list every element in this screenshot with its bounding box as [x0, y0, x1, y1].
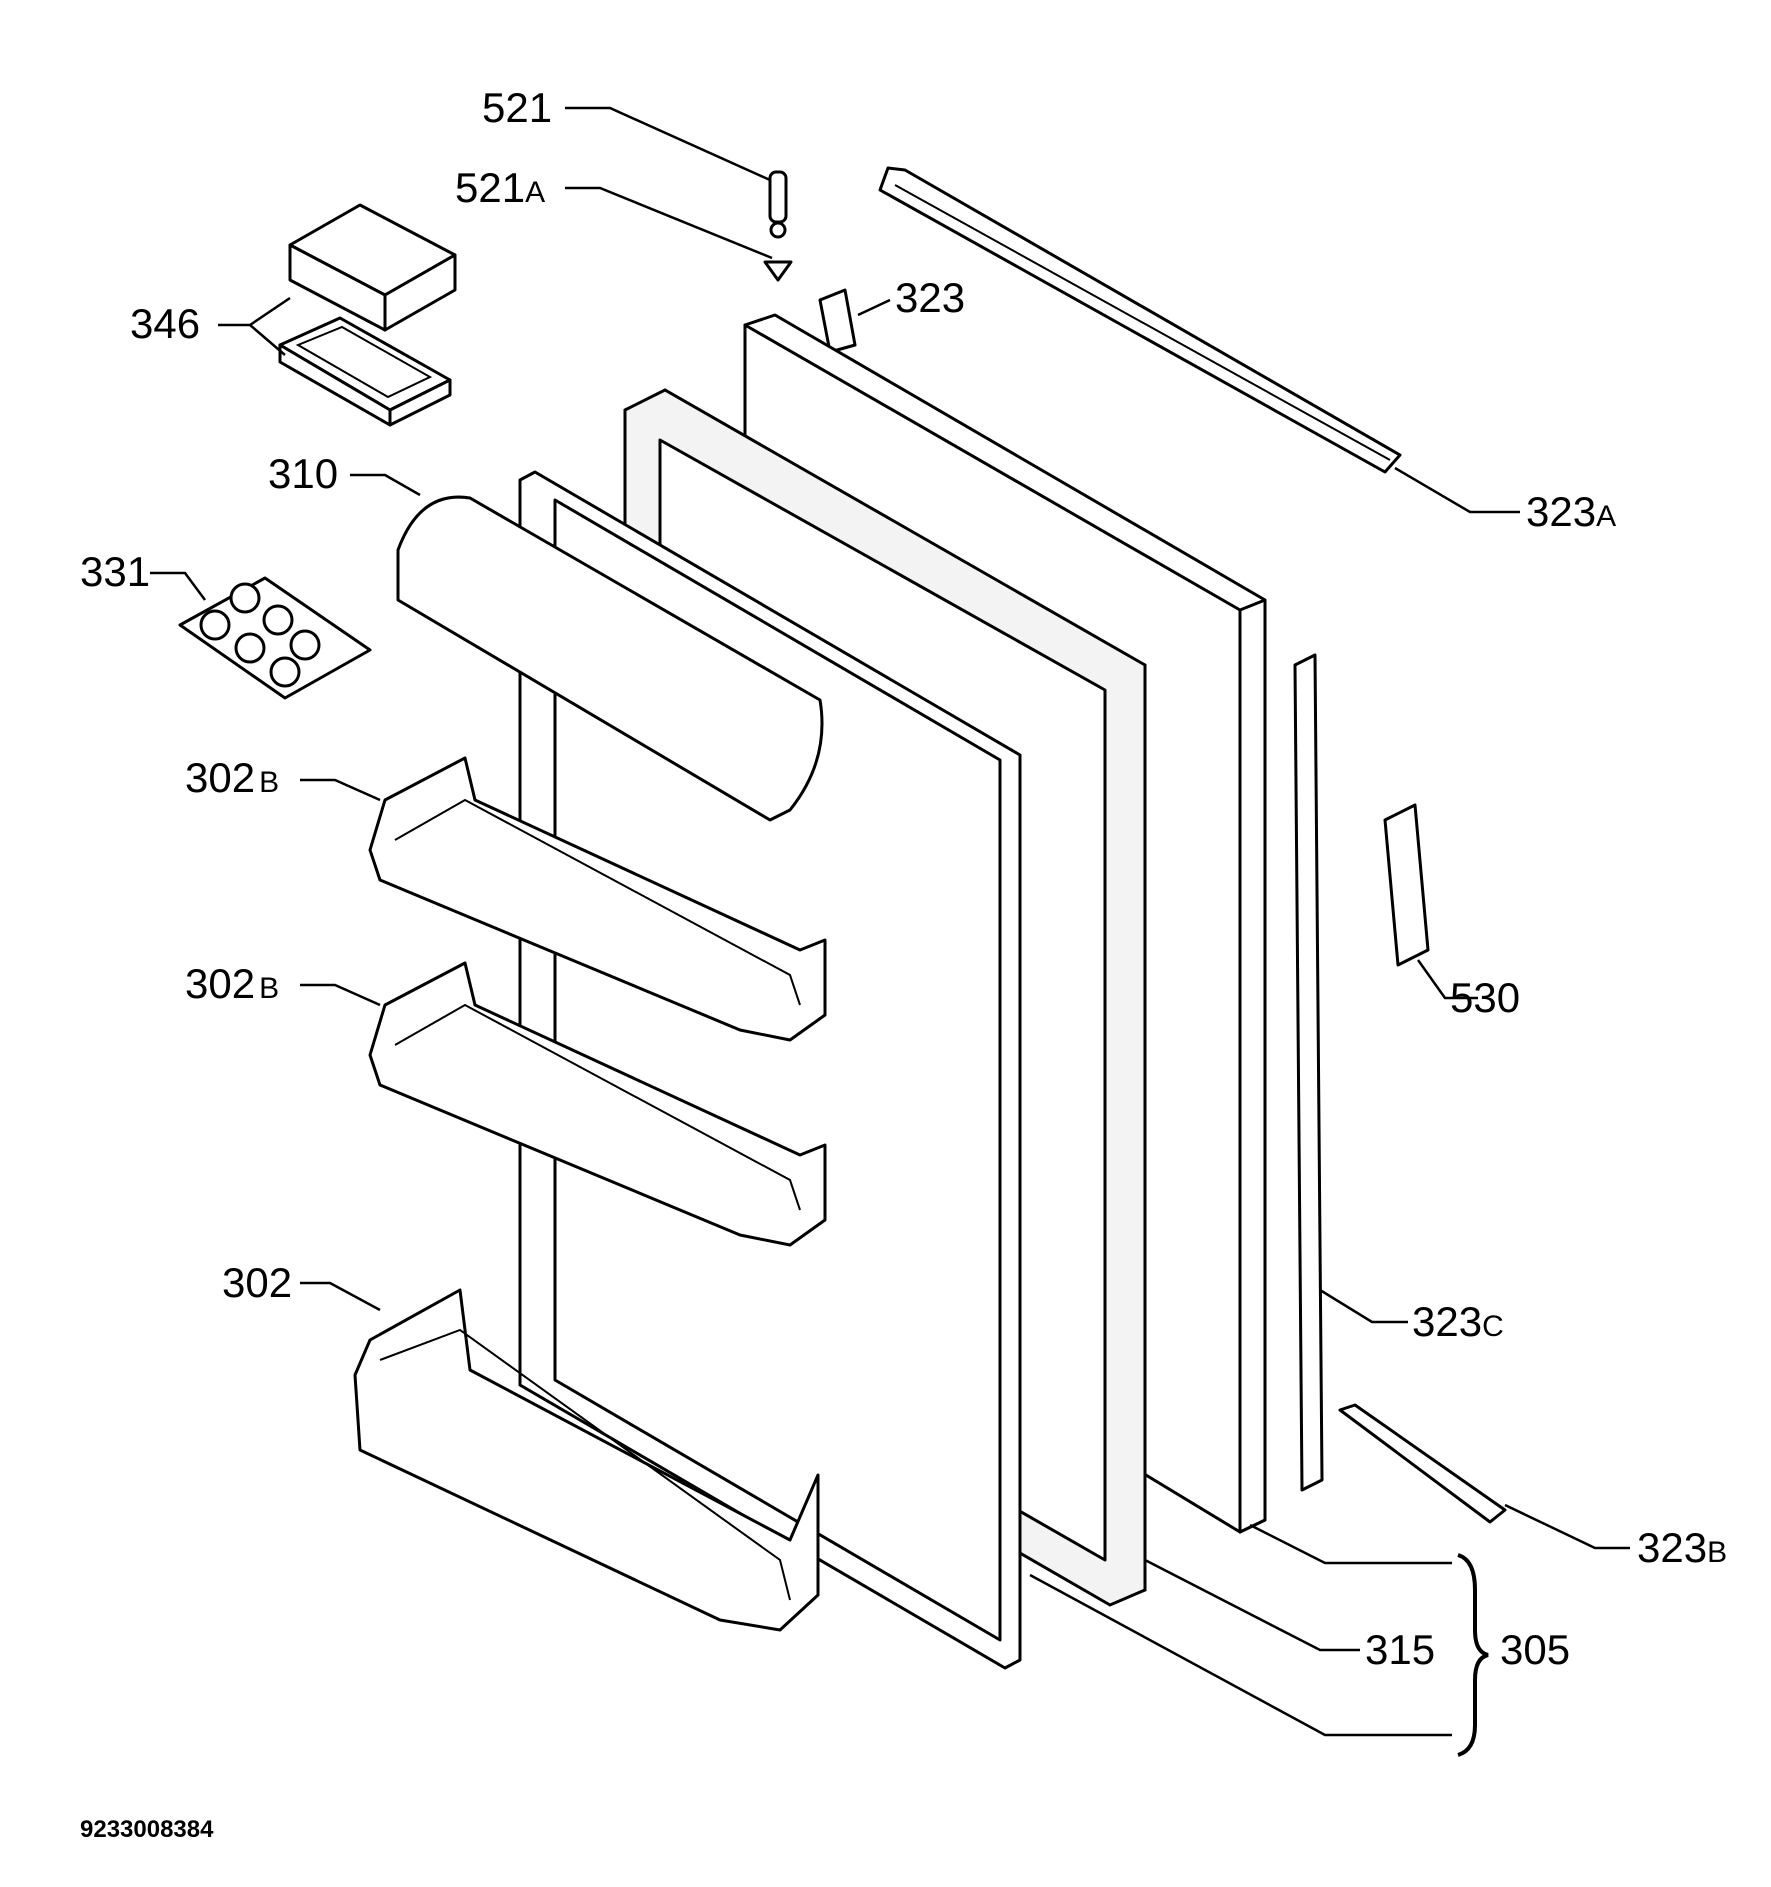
label-302: 302 — [222, 1259, 292, 1306]
label-315: 315 — [1365, 1626, 1435, 1673]
part-521-screws — [763, 170, 793, 282]
label-323b: 323B — [1637, 1524, 1727, 1571]
part-346-container — [278, 203, 457, 427]
part-302b-bin-upper — [368, 756, 827, 1042]
label-331: 331 — [80, 548, 150, 595]
document-number: 9233008384 — [80, 1816, 214, 1843]
part-530-bracket — [1383, 803, 1430, 967]
label-346: 346 — [130, 300, 200, 347]
label-521a: 521A — [455, 164, 545, 211]
label-323: 323 — [895, 274, 965, 321]
label-323a: 323A — [1526, 488, 1616, 535]
part-323b-bottom-rail — [1338, 1403, 1507, 1524]
part-331-egg-tray — [178, 576, 372, 700]
brace-305 — [1457, 1553, 1489, 1757]
part-302-bin-bottom — [353, 1288, 820, 1632]
leader-lines — [150, 106, 1630, 1737]
label-310: 310 — [268, 450, 338, 497]
label-323c: 323C — [1412, 1298, 1504, 1345]
part-323a-top-rail — [878, 166, 1402, 474]
part-302b-bin-lower — [368, 961, 827, 1247]
part-door-liner — [518, 470, 1022, 1670]
label-521: 521 — [482, 84, 552, 131]
part-323-hinge — [818, 288, 857, 354]
label-530: 530 — [1450, 974, 1520, 1021]
part-310-dairy-cover — [396, 495, 824, 822]
part-323c-strip — [1293, 653, 1324, 1492]
label-305: 305 — [1500, 1626, 1570, 1673]
